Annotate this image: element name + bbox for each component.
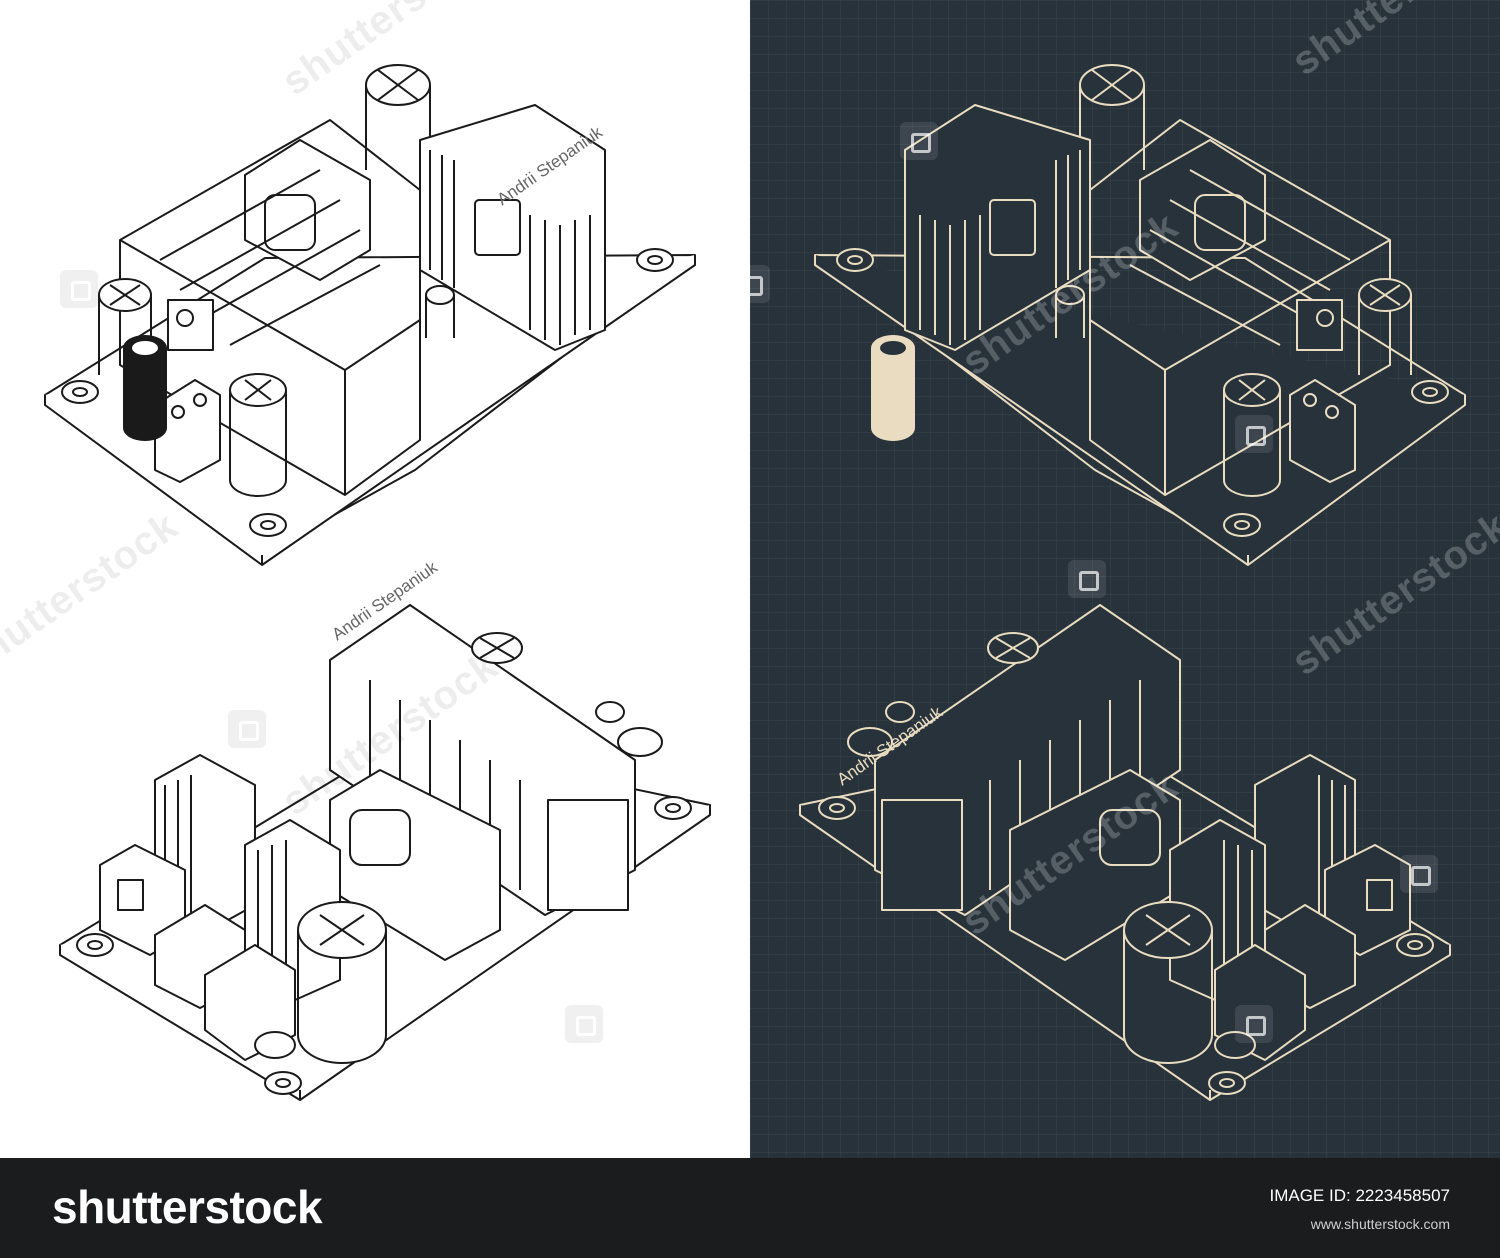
dark-panel: Andrii Stepaniuk shutterstock shuttersto… <box>750 0 1500 1158</box>
site-url: www.shutterstock.com <box>1310 1216 1450 1232</box>
pcb-drawing-dark <box>799 64 1466 1101</box>
brand-logo: shutterstock <box>52 1181 323 1233</box>
watermark-logo-icon <box>228 710 266 748</box>
watermark-logo-icon <box>565 1005 603 1043</box>
watermark-logo-icon <box>1235 1005 1273 1043</box>
pcb-illustration-bottom-right <box>799 604 1451 1101</box>
light-panel: Andrii Stepaniuk Andrii Stepaniuk shutte… <box>0 0 750 1158</box>
inductor-dark-accent <box>123 335 167 441</box>
footer-bar: shutterstock IMAGE ID: 2223458507 www.sh… <box>0 1158 1500 1258</box>
watermark-logo-icon <box>900 122 938 160</box>
watermark-logo-icon <box>60 270 98 308</box>
pcb-drawing-light <box>44 64 711 1101</box>
watermark-logo-icon <box>1235 415 1273 453</box>
inductor-beige-accent <box>871 335 915 441</box>
pcb-illustration-bottom-left <box>59 604 711 1101</box>
image-id-label: IMAGE ID: 2223458507 <box>1269 1186 1450 1205</box>
watermark-logo-icon <box>750 265 770 303</box>
watermark-logo-icon <box>1068 560 1106 598</box>
watermark-logo-icon <box>1400 855 1438 893</box>
